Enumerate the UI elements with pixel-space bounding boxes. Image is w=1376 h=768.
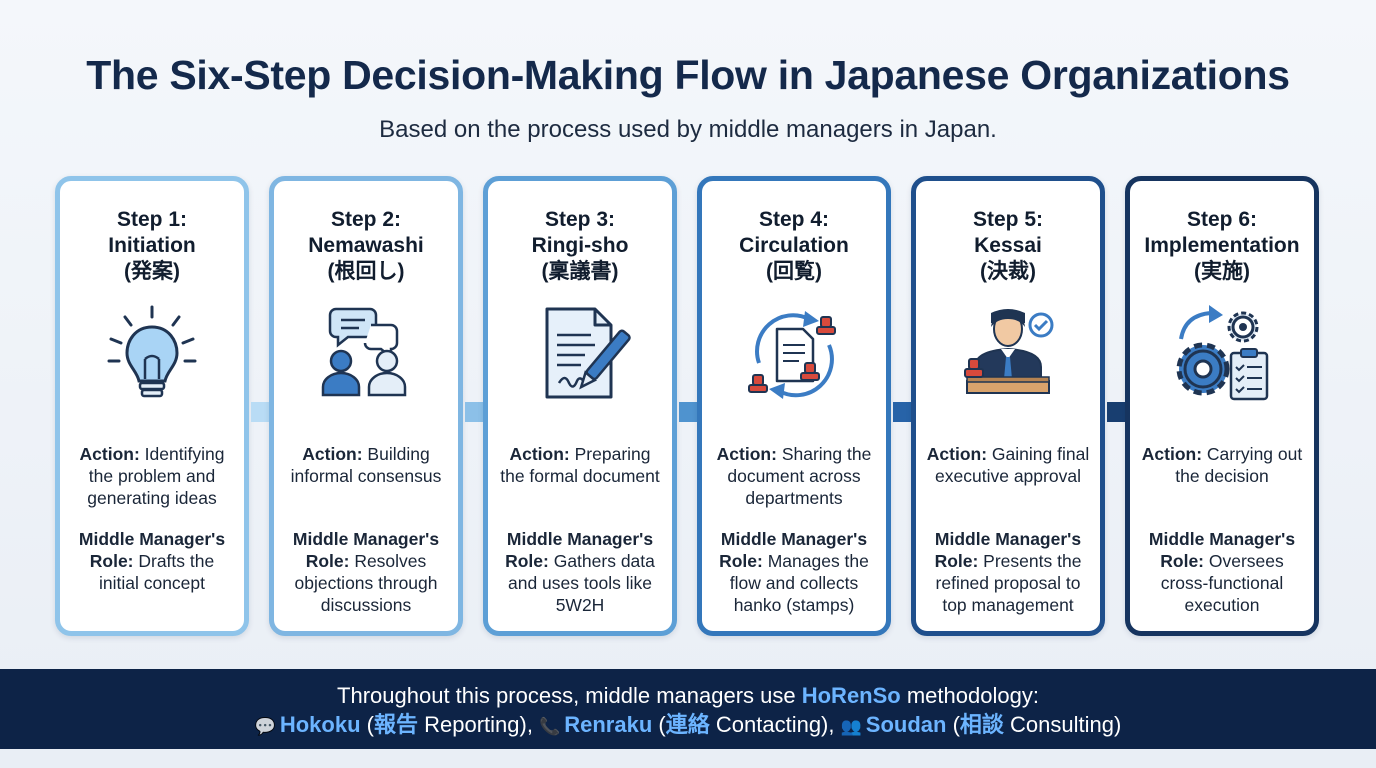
step-action: Action: Identifying the problem and gene… [79,444,225,508]
step-name: Implementation [1144,234,1300,257]
step-name: Kessai [974,234,1042,257]
page-title: The Six-Step Decision-Making Flow in Jap… [86,52,1290,98]
step-number: Step 4: [758,208,829,231]
step-number: Step 5: [972,208,1043,231]
step-card-implementation: Step 6: Implementation (実施) Action: Carr… [1125,176,1319,636]
step-role: Middle Manager's Role: Oversees cross-fu… [1148,529,1296,615]
step-heading: Step 4: Circulation (回覧) [702,207,886,285]
step-action: Action: Gaining final executive approval [926,444,1090,486]
step-name: Ringi-sho [531,234,629,257]
step-action: Action: Preparing the formal document [500,444,660,486]
step-role: Middle Manager's Role: Drafts the initia… [78,529,226,593]
step-number: Step 1: [116,208,187,231]
step-jp: (回覧) [766,260,822,283]
gears-checklist-icon [1176,305,1269,401]
people-icon: 👥 [840,717,862,736]
step-action: Action: Carrying out the decision [1141,444,1303,486]
step-name: Nemawashi [308,234,424,257]
footer-line-1: Throughout this process, middle managers… [337,683,1039,708]
executive-approval-icon [964,309,1054,394]
document-pen-icon [545,307,631,399]
step-heading: Step 3: Ringi-sho (稟議書) [488,207,672,285]
step-heading: Step 2: Nemawashi (根回し) [274,207,458,285]
step-card-initiation: Step 1: Initiation (発案) Action: Identify… [55,176,249,636]
step-jp: (発案) [124,260,180,283]
step-number: Step 2: [330,208,401,231]
people-chat-icon [321,307,407,397]
step-heading: Step 5: Kessai (決裁) [916,207,1100,285]
step-jp: (実施) [1194,260,1250,283]
step-name: Circulation [739,234,849,257]
step-role: Middle Manager's Role: Presents the refi… [934,529,1082,615]
step-role: Middle Manager's Role: Resolves objectio… [292,529,440,615]
step-number: Step 6: [1186,208,1257,231]
step-heading: Step 1: Initiation (発案) [60,207,244,285]
footer-line-2: 💬Hokoku (報告 Reporting), 📞Renraku (連絡 Con… [254,712,1122,737]
step-jp: (稟議書) [541,260,619,283]
circulation-stamp-icon [748,311,836,399]
step-action: Action: Sharing the document across depa… [716,444,872,508]
lightbulb-icon [107,305,197,398]
horenso-highlight: HoRenSo [801,683,901,708]
step-card-ringi-sho: Step 3: Ringi-sho (稟議書) Action: Preparin… [483,176,677,636]
step-action: Action: Building informal consensus [290,444,442,486]
step-heading: Step 6: Implementation (実施) [1130,207,1314,285]
step-role: Middle Manager's Role: Gathers data and … [505,529,655,615]
step-card-nemawashi: Step 2: Nemawashi (根回し) Action: Building… [269,176,463,636]
step-number: Step 3: [544,208,615,231]
step-jp: (根回し) [327,260,405,283]
phone-icon: 📞 [539,717,561,736]
speech-bubble-icon: 💬 [254,717,276,736]
step-card-kessai: Step 5: Kessai (決裁) Action: Gaining fina… [911,176,1105,636]
step-jp: (決裁) [980,260,1036,283]
page-subtitle: Based on the process used by middle mana… [379,116,997,143]
step-name: Initiation [108,234,196,257]
horenso-footer: Throughout this process, middle managers… [0,669,1376,749]
step-card-circulation: Step 4: Circulation (回覧) Action: Sharing… [697,176,891,636]
step-role: Middle Manager's Role: Manages the flow … [719,529,869,615]
